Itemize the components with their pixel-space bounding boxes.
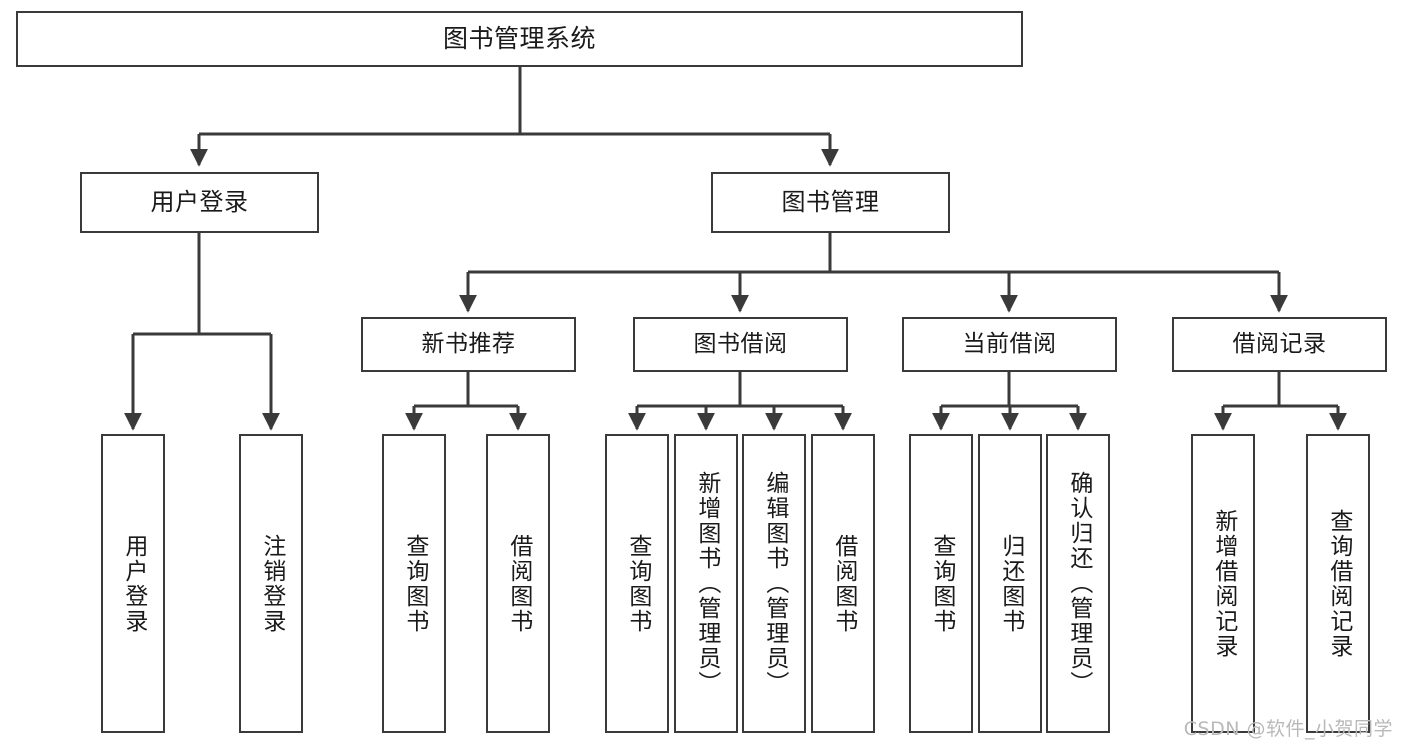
node-leaf-confirm-return-label: 确认归还（管理员） xyxy=(1065,471,1092,696)
node-leaf-query-record-label: 查询借阅记录 xyxy=(1325,508,1352,659)
node-leaf-add-record[interactable]: 新增借阅记录 xyxy=(1191,434,1255,733)
node-leaf-borrow-book-2-label: 借阅图书 xyxy=(830,533,857,634)
node-leaf-return-book[interactable]: 归还图书 xyxy=(978,434,1042,733)
node-current-borrow[interactable]: 当前借阅 xyxy=(902,317,1117,372)
node-leaf-return-book-label: 归还图书 xyxy=(997,533,1024,634)
node-leaf-borrow-book-1-label: 借阅图书 xyxy=(505,533,532,634)
node-leaf-query-book-3-label: 查询图书 xyxy=(928,533,955,634)
node-leaf-confirm-return[interactable]: 确认归还（管理员） xyxy=(1046,434,1110,733)
node-leaf-edit-book-label: 编辑图书（管理员） xyxy=(761,471,788,696)
node-leaf-query-book-1-label: 查询图书 xyxy=(401,533,428,634)
csdn-watermark: CSDN @软件_小贺同学 xyxy=(1183,718,1393,740)
node-leaf-query-book-2-label: 查询图书 xyxy=(624,533,651,634)
node-new-book-recommend[interactable]: 新书推荐 xyxy=(361,317,576,372)
node-root-system-label: 图书管理系统 xyxy=(442,24,596,54)
node-user-login-label: 用户登录 xyxy=(150,188,249,217)
node-new-book-recommend-label: 新书推荐 xyxy=(421,330,516,357)
node-leaf-add-book-label: 新增图书（管理员） xyxy=(693,471,720,696)
node-book-borrow-label: 图书借阅 xyxy=(693,330,788,357)
node-leaf-edit-book[interactable]: 编辑图书（管理员） xyxy=(742,434,806,733)
node-leaf-query-book-3[interactable]: 查询图书 xyxy=(909,434,973,733)
node-leaf-query-record[interactable]: 查询借阅记录 xyxy=(1306,434,1370,733)
node-borrow-record-label: 借阅记录 xyxy=(1232,330,1327,357)
node-leaf-logout-label: 注销登录 xyxy=(258,533,285,634)
node-leaf-add-book[interactable]: 新增图书（管理员） xyxy=(674,434,738,733)
node-current-borrow-label: 当前借阅 xyxy=(962,330,1057,357)
node-root-system[interactable]: 图书管理系统 xyxy=(16,11,1023,67)
node-book-borrow[interactable]: 图书借阅 xyxy=(633,317,848,372)
node-leaf-add-record-label: 新增借阅记录 xyxy=(1210,508,1237,659)
node-leaf-user-login-label: 用户登录 xyxy=(120,533,147,634)
node-user-login[interactable]: 用户登录 xyxy=(80,172,319,233)
node-book-manage-label: 图书管理 xyxy=(781,188,880,217)
node-leaf-query-book-2[interactable]: 查询图书 xyxy=(605,434,669,733)
node-leaf-borrow-book-2[interactable]: 借阅图书 xyxy=(811,434,875,733)
node-leaf-logout[interactable]: 注销登录 xyxy=(239,434,303,733)
node-book-manage[interactable]: 图书管理 xyxy=(711,172,950,233)
node-leaf-borrow-book-1[interactable]: 借阅图书 xyxy=(486,434,550,733)
node-borrow-record[interactable]: 借阅记录 xyxy=(1172,317,1387,372)
node-leaf-user-login[interactable]: 用户登录 xyxy=(101,434,165,733)
node-leaf-query-book-1[interactable]: 查询图书 xyxy=(382,434,446,733)
